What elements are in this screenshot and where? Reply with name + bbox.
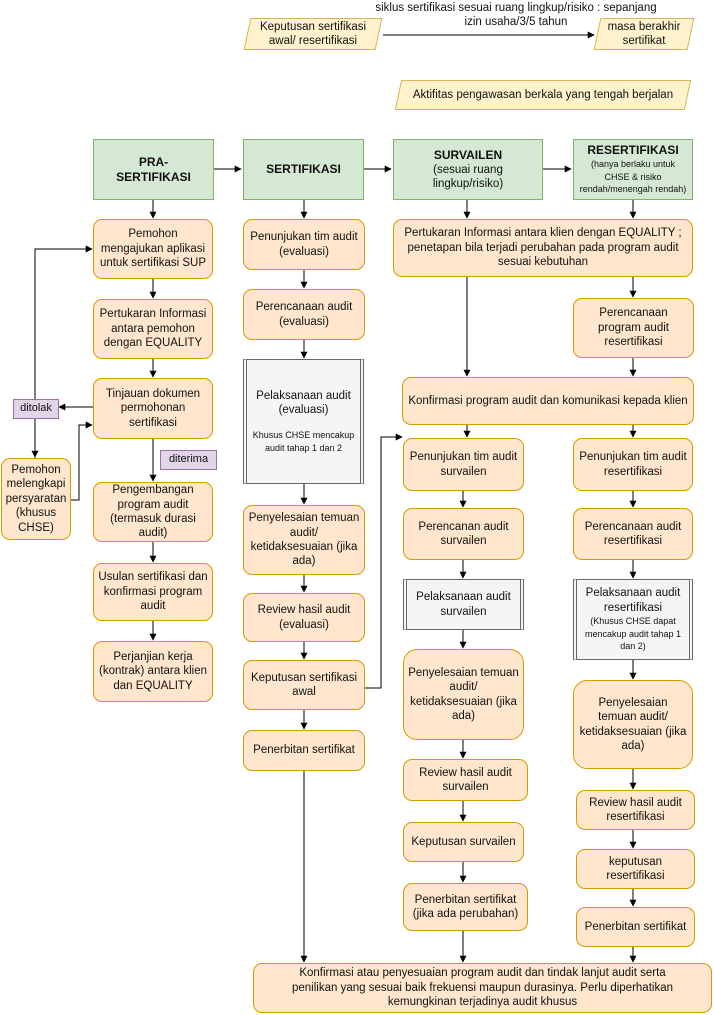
sert-step-3-note: Khusus CHSE mencakup audit tahap 1 dan 2 xyxy=(252,430,355,453)
surv-step-5: Review hasil audit survailen xyxy=(403,759,528,801)
resert-step-7-text: Penerbitan sertifikat xyxy=(584,920,687,933)
final-box: Konfirmasi atau penyesuaian program audi… xyxy=(253,963,712,1013)
pra-step-5-text: Usulan sertifikasi dan konfirmasi progra… xyxy=(98,571,208,613)
resert-step-1: Penunjukan tim audit resertifikasi xyxy=(573,438,693,491)
sert-step-2-text: Perencanaan audit (evaluasi) xyxy=(255,301,353,328)
arrow-sert-to-surv xyxy=(365,433,403,689)
surv-step-4-text: Penyelesaian temuan audit/ ketidaksesuai… xyxy=(408,666,519,722)
label-diterima: diterima xyxy=(160,450,217,470)
header-sertifikasi: SERTIFIKASI xyxy=(243,139,364,200)
header-survailen-label: SURVAILEN xyxy=(433,147,503,162)
pra-step-4-text: Pengembangan program audit (termasuk dur… xyxy=(110,484,196,540)
resert-step-3-text: Pelaksanaan audit resertifikasi xyxy=(585,587,681,614)
pemohon-text: Pemohon melengkapi persyaratan (khusus C… xyxy=(5,464,67,534)
resert-step-4-text: Penyelesaian temuan audit/ ketidaksesuai… xyxy=(579,696,687,752)
header-resertifikasi-label: RESERTIFIKASI xyxy=(587,143,679,158)
exchange-text: Pertukaran Informasi antara klien dengan… xyxy=(404,227,682,269)
pra-step-6-text: Perjanjian kerja (kontrak) antara klien … xyxy=(98,650,208,692)
start-text: Keputusan sertifikasi awal/ resertifikas… xyxy=(259,20,367,47)
arrow-pemohon-back xyxy=(71,421,93,501)
exchange-box: Pertukaran Informasi antara klien dengan… xyxy=(393,219,693,277)
final-text: Konfirmasi atau penyesuaian program audi… xyxy=(291,967,673,1009)
sert-step-7-text: Penerbitan sertifikat xyxy=(253,744,355,757)
arrow-pemohon-up xyxy=(34,245,93,459)
header-pra-label: PRA- SERTIFIKASI xyxy=(116,154,191,184)
end-text: masa berakhir sertifikat xyxy=(607,20,681,47)
surv-step-2: Perencanan audit survailen xyxy=(403,508,524,560)
pra-step-3-text: Tinjauan dokumen permohonan sertifikasi xyxy=(105,387,201,429)
pra-step-6: Perjanjian kerja (kontrak) antara klien … xyxy=(93,641,213,702)
note-text: Aktifitas pengawasan berkala yang tengah… xyxy=(412,88,674,101)
sert-step-4: Penyelesaian temuan audit/ ketidaksesuai… xyxy=(243,505,365,575)
cycle-label: siklus sertifikasi sesuai ruang lingkup/… xyxy=(375,2,657,29)
surv-step-4: Penyelesaian temuan audit/ ketidaksesuai… xyxy=(403,649,524,740)
header-pra-sertifikasi: PRA- SERTIFIKASI xyxy=(93,139,214,200)
surv-step-3: Pelaksanaan audit survailen xyxy=(403,579,524,630)
resert-step-6-text: keputusan resertifikasi xyxy=(606,855,665,882)
resert-step-5: Review hasil audit resertifikasi xyxy=(576,790,695,830)
confirm-box: Konfirmasi program audit dan komunikasi … xyxy=(402,377,694,425)
resert-plan-box: Perencanaan program audit resertifikasi xyxy=(573,298,694,358)
surv-step-6-text: Keputusan survailen xyxy=(411,835,516,848)
sert-step-1: Penunjukan tim audit (evaluasi) xyxy=(243,219,365,270)
resert-plan-text: Perencanaan program audit resertifikasi xyxy=(598,307,669,349)
surv-step-5-text: Review hasil audit survailen xyxy=(419,766,512,793)
resert-step-4: Penyelesaian temuan audit/ ketidaksesuai… xyxy=(573,680,693,769)
sert-step-6: Keputusan sertifikasi awal xyxy=(243,660,365,710)
pra-step-1: Pemohon mengajukan aplikasi untuk sertif… xyxy=(93,219,213,279)
label-ditolak: ditolak xyxy=(13,399,59,419)
sert-step-3-text: Pelaksanaan audit (evaluasi) xyxy=(256,389,351,416)
sert-step-6-text: Keputusan sertifikasi awal xyxy=(250,671,358,698)
header-resertifikasi: RESERTIFIKASI (hanya berlaku untuk CHSE … xyxy=(573,139,693,200)
sert-step-7: Penerbitan sertifikat xyxy=(243,730,365,771)
resert-step-3-note: (Khusus CHSE dapat mencakup audit tahap … xyxy=(584,615,682,652)
pra-step-2: Pertukaran Informasi antara pemohon deng… xyxy=(93,299,213,359)
surv-step-6: Keputusan survailen xyxy=(403,822,524,862)
resert-step-5-text: Review hasil audit resertifikasi xyxy=(589,796,682,823)
sert-step-2: Perencanaan audit (evaluasi) xyxy=(243,289,365,340)
surv-step-1: Penunjukan tim audit survailen xyxy=(403,438,524,491)
pra-step-4: Pengembangan program audit (termasuk dur… xyxy=(93,482,213,542)
surv-step-1-text: Penunjukan tim audit survailen xyxy=(409,451,518,478)
pra-step-2-text: Pertukaran Informasi antara pemohon deng… xyxy=(99,308,207,350)
resert-step-7: Penerbitan sertifikat xyxy=(576,907,695,947)
surv-step-3-text: Pelaksanaan audit survailen xyxy=(416,591,511,618)
label-diterima-text: diterima xyxy=(168,453,209,466)
start-parallelogram: Keputusan sertifikasi awal/ resertifikas… xyxy=(247,18,379,50)
pemohon-box: Pemohon melengkapi persyaratan (khusus C… xyxy=(1,458,71,540)
surv-step-7-text: Penerbitan sertifikat (jika ada perubaha… xyxy=(412,893,519,920)
pra-step-1-text: Pemohon mengajukan aplikasi untuk sertif… xyxy=(99,228,207,270)
resert-step-2: Perencanaan audit resertifikasi xyxy=(573,508,693,560)
pra-step-5: Usulan sertifikasi dan konfirmasi progra… xyxy=(93,563,213,621)
surv-step-7: Penerbitan sertifikat (jika ada perubaha… xyxy=(403,883,528,931)
sert-step-3: Pelaksanaan audit (evaluasi) Khusus CHSE… xyxy=(243,359,364,484)
sert-step-1-text: Penunjukan tim audit (evaluasi) xyxy=(250,231,358,258)
resert-step-3: Pelaksanaan audit resertifikasi (Khusus … xyxy=(573,579,693,660)
resert-step-1-text: Penunjukan tim audit resertifikasi xyxy=(579,451,687,478)
note-parallelogram: Aktifitas pengawasan berkala yang tengah… xyxy=(398,80,688,110)
resert-step-2-text: Perencanaan audit resertifikasi xyxy=(584,520,682,547)
sert-step-5-text: Review hasil audit (evaluasi) xyxy=(257,604,351,631)
sert-step-4-text: Penyelesaian temuan audit/ ketidaksesuai… xyxy=(248,512,360,568)
sert-step-5: Review hasil audit (evaluasi) xyxy=(243,593,365,642)
resert-step-6: keputusan resertifikasi xyxy=(576,849,695,889)
confirm-text: Konfirmasi program audit dan komunikasi … xyxy=(408,394,688,407)
header-sertifikasi-label: SERTIFIKASI xyxy=(266,162,341,176)
header-survailen: SURVAILEN (sesuai ruang lingkup/risiko) xyxy=(393,139,543,200)
label-ditolak-text: ditolak xyxy=(20,402,52,415)
end-parallelogram: masa berakhir sertifikat xyxy=(597,18,691,50)
header-resertifikasi-sub: (hanya berlaku untuk CHSE & risiko renda… xyxy=(579,159,687,195)
header-survailen-sub: (sesuai ruang lingkup/risiko) xyxy=(432,163,504,190)
pra-step-3: Tinjauan dokumen permohonan sertifikasi xyxy=(93,378,213,439)
surv-step-2-text: Perencanan audit survailen xyxy=(418,520,509,547)
